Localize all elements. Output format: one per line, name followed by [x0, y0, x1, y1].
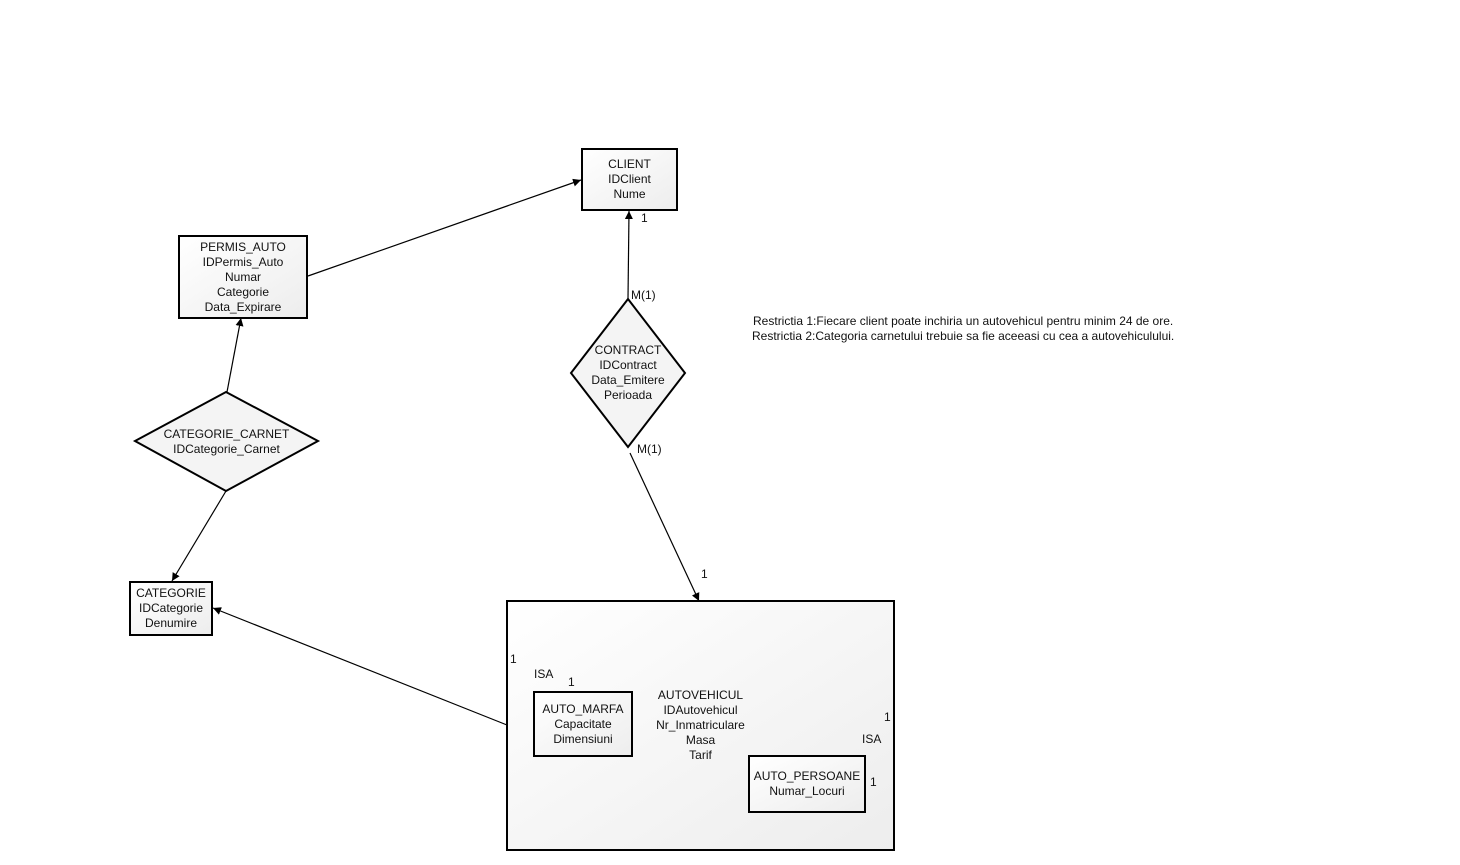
entity-auto-persoane[interactable]: AUTO_PERSOANE Numar_Locuri: [748, 755, 866, 813]
edge-permis-to-client: [307, 178, 582, 277]
relationship-categorie-carnet-attr: IDCategorie_Carnet: [173, 441, 280, 456]
entity-auto-marfa-name: AUTO_MARFA: [542, 701, 624, 716]
entity-client-attr: IDClient: [608, 172, 651, 186]
cardinality-label: 1: [870, 775, 877, 789]
entity-autovehicul-attributes: AUTOVEHICUL IDAutovehicul Nr_Inmatricula…: [508, 688, 893, 763]
relationship-contract-text: CONTRACT IDContract Data_Emitere Perioad…: [571, 299, 685, 447]
entity-categorie-attr: Denumire: [144, 616, 198, 630]
entity-permis-auto-attr: Numar: [224, 269, 261, 284]
entity-categorie[interactable]: CATEGORIE IDCategorie Denumire: [129, 581, 213, 636]
cardinality-label: 1: [641, 211, 648, 225]
cardinality-label: 1: [701, 567, 708, 581]
entity-client-name: CLIENT: [608, 157, 651, 171]
entity-permis-auto[interactable]: PERMIS_AUTO IDPermis_Auto Numar Categori…: [178, 235, 308, 319]
restriction-2: Restrictia 2:Categoria carnetului trebui…: [752, 329, 1175, 343]
relationship-categorie-carnet-text: CATEGORIE_CARNET IDCategorie_Carnet: [135, 392, 318, 491]
entity-client-attr: Nume: [613, 187, 646, 201]
edge-carnet-to-categorie: [171, 490, 227, 582]
relationship-contract-name: CONTRACT: [594, 343, 662, 357]
entity-autovehicul-name: AUTOVEHICUL: [657, 688, 744, 702]
relationship-categorie-carnet-name: CATEGORIE_CARNET: [163, 426, 290, 441]
entity-client[interactable]: CLIENT IDClient Nume: [581, 148, 678, 211]
entity-permis-auto-name: PERMIS_AUTO: [200, 239, 286, 254]
restriction-1: Restrictia 1:Fiecare client poate inchir…: [753, 314, 1174, 328]
contract-diamond[interactable]: [569, 297, 687, 449]
cardinality-label: M(1): [637, 442, 662, 456]
relationship-contract-attr: Data_Emitere: [591, 373, 665, 387]
edge-carnet-to-permis: [226, 317, 244, 393]
edge-contract-to-client: [624, 210, 633, 300]
entity-categorie-name: CATEGORIE: [136, 586, 206, 600]
entity-auto-marfa-attr: Capacitate: [554, 716, 612, 731]
relationship-contract-attr: IDContract: [599, 358, 657, 372]
entity-auto-persoane-attr: Numar_Locuri: [769, 784, 845, 798]
cardinality-label: M(1): [631, 288, 656, 302]
entity-permis-auto-attr: Categorie: [216, 284, 270, 299]
edge-contract-to-autovehicul: [629, 452, 700, 602]
entity-permis-auto-attr: IDPermis_Auto: [202, 254, 284, 269]
isa-label: ISA: [534, 667, 554, 681]
entity-auto-marfa-attr: Dimensiuni: [553, 731, 613, 746]
entity-autovehicul-attr: Nr_Inmatriculare: [656, 718, 745, 732]
entity-auto-marfa[interactable]: AUTO_MARFA Capacitate Dimensiuni: [533, 691, 633, 757]
entity-autovehicul-attr: IDAutovehicul: [663, 703, 738, 717]
relationship-contract-attr: Perioada: [603, 388, 653, 402]
entity-auto-persoane-name: AUTO_PERSOANE: [753, 769, 861, 783]
entity-categorie-attr: IDCategorie: [138, 601, 204, 615]
entity-autovehicul-attr: Tarif: [689, 748, 712, 762]
entity-permis-auto-attr: Data_Expirare: [204, 299, 282, 314]
edge-autovehicul-to-categorie: [212, 607, 508, 726]
isa-label: ISA: [862, 732, 882, 746]
cardinality-label: 1: [568, 675, 575, 689]
cardinality-label: 1: [884, 710, 891, 724]
cardinality-label: 1: [510, 652, 517, 666]
restrictions-note: Restrictia 1:Fiecare client poate inchir…: [752, 314, 1174, 344]
entity-autovehicul-attr: Masa: [685, 733, 716, 747]
